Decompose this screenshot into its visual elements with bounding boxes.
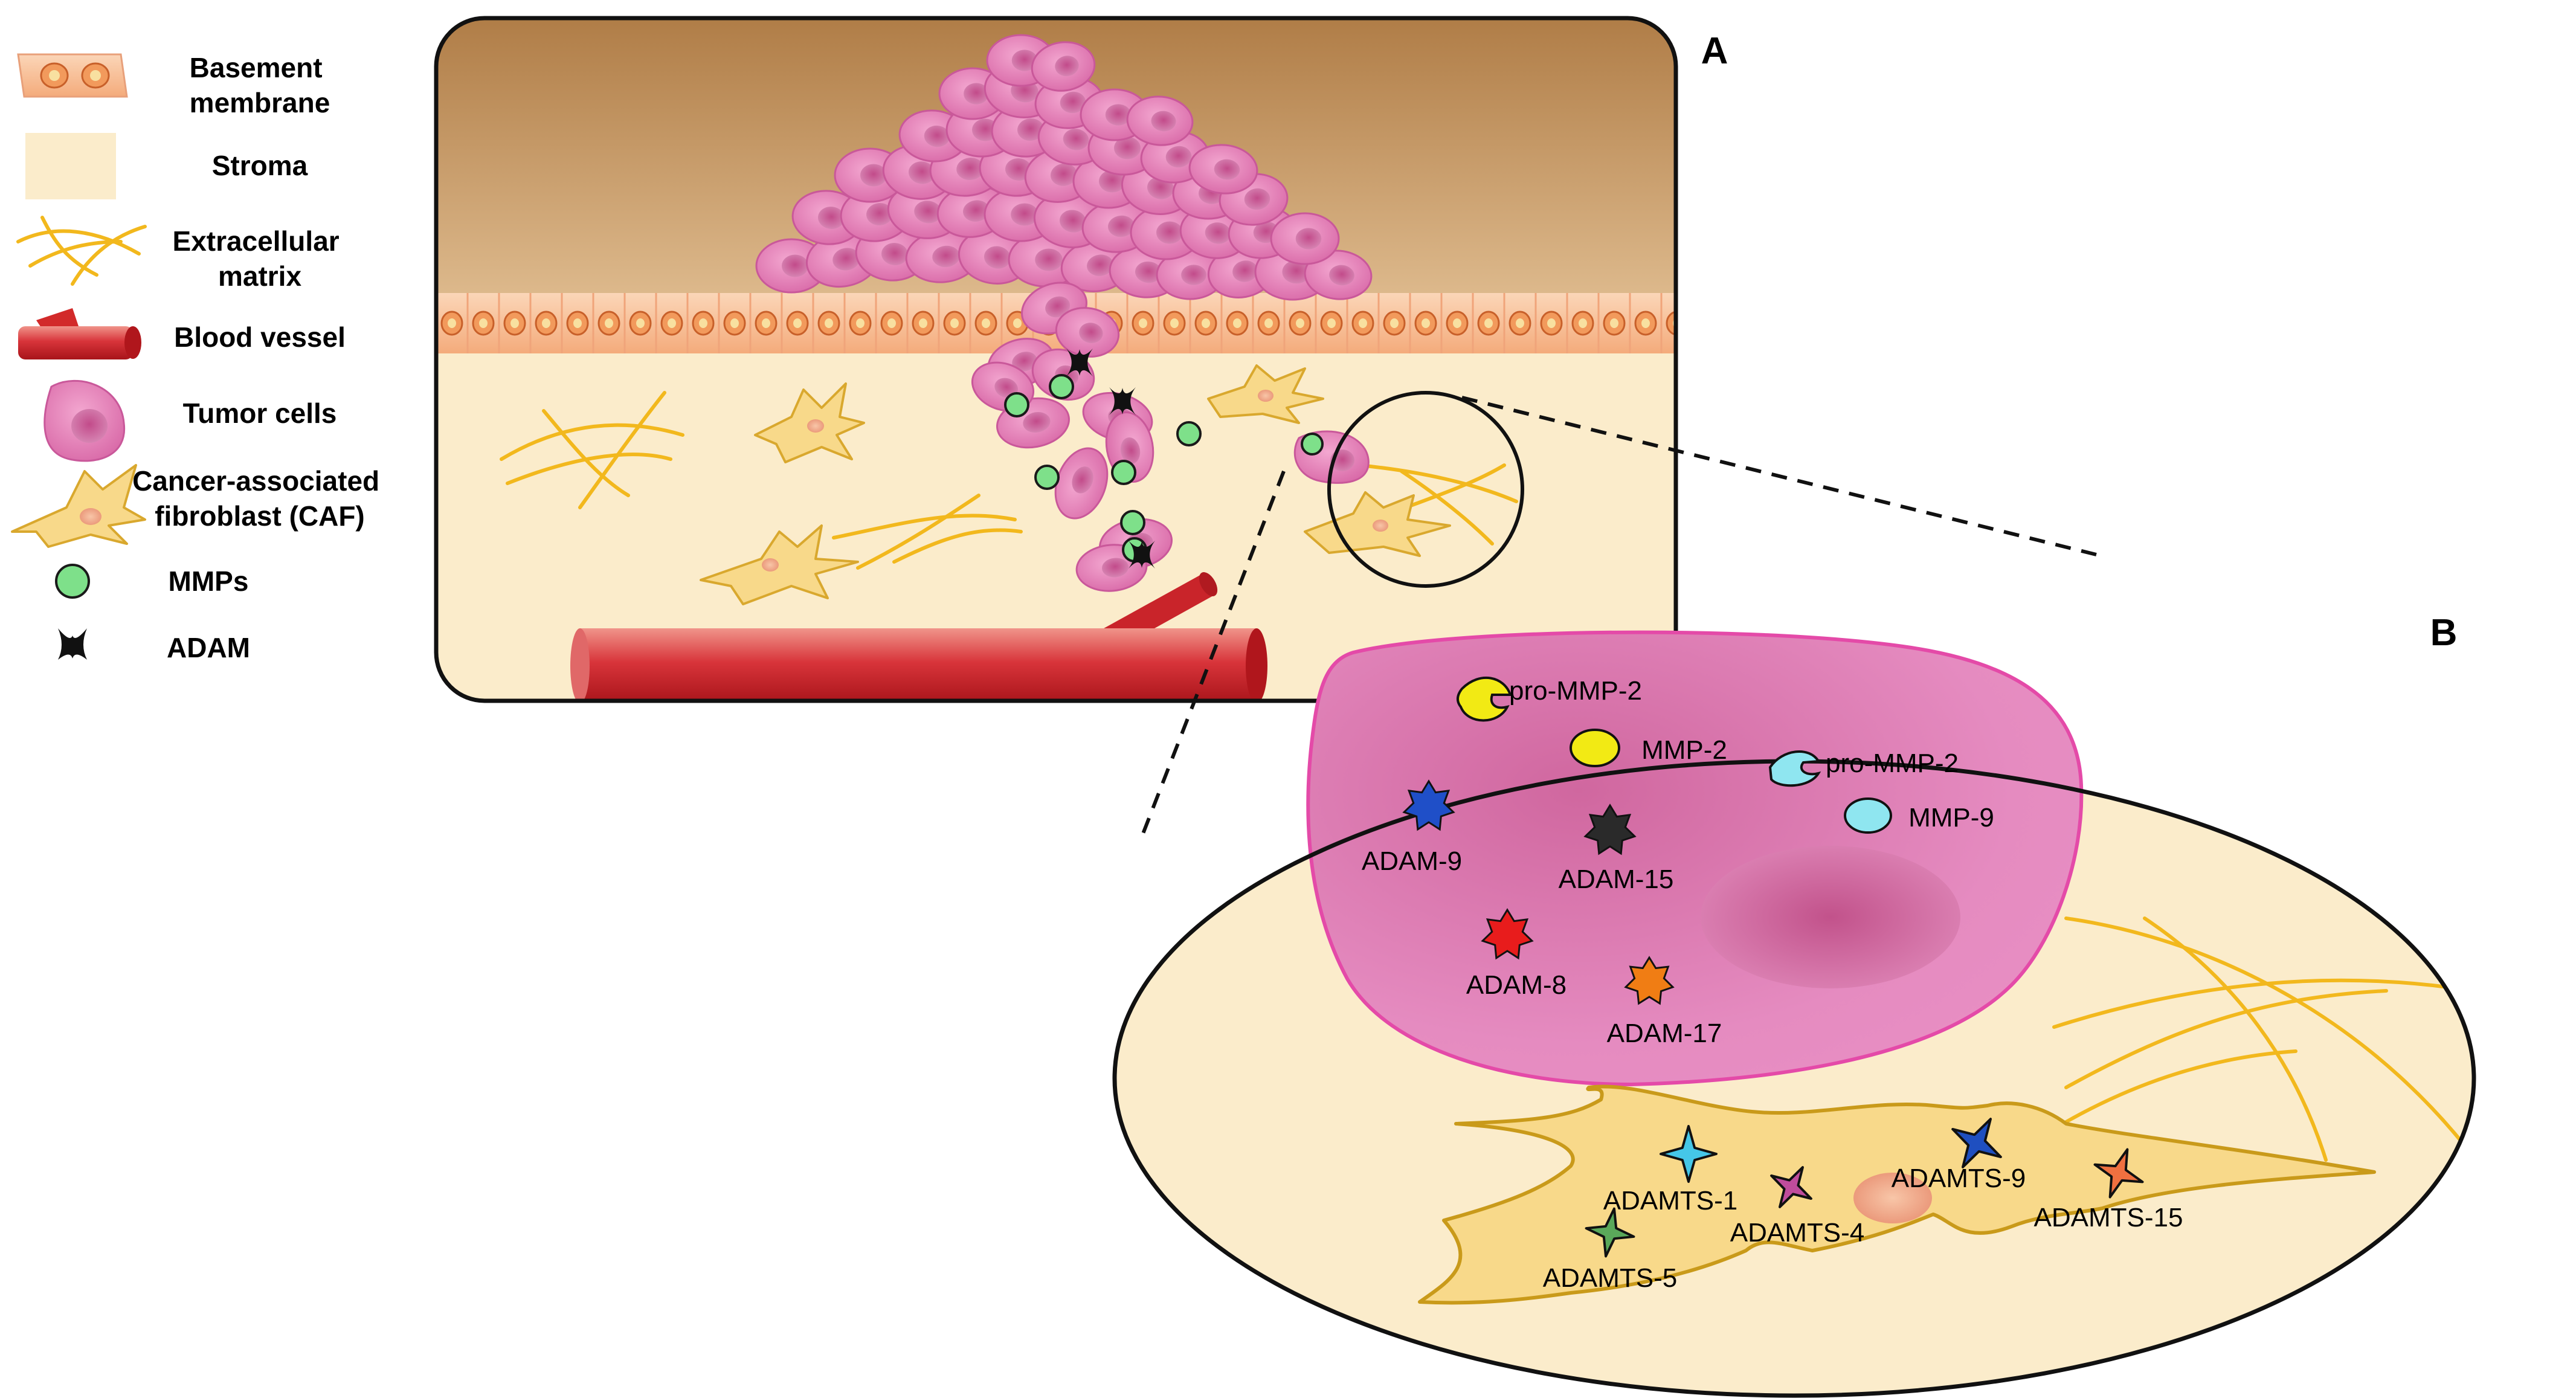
mmp9-icon [1844,797,1892,834]
adam17-label: ADAM-17 [1607,1019,1722,1048]
adamts1-icon [1660,1125,1718,1183]
panel-a-blood-vessel [570,572,1267,701]
tumor-cell-enzymes: pro-MMP-2 MMP-2 pro-MMP-2 MMP-9 ADAM-9 A… [1362,676,1994,1048]
pro-mmp2-cyan-label: pro-MMP-2 [1826,749,1959,778]
panel-a-frame [434,16,1678,703]
legend-caf-label: Cancer-associated fibroblast (CAF) [132,465,387,532]
pro-mmp2-yellow-label: pro-MMP-2 [1509,676,1642,706]
panel-a: A [434,16,1728,703]
pro-mmp2-yellow-icon [1457,677,1512,722]
adam15-label: ADAM-15 [1559,865,1674,894]
adam17-icon [1624,956,1675,1005]
panel-a-mmps [1004,374,1202,562]
panel-a-caf [1304,491,1451,557]
mmp-icon [55,564,90,599]
mmp2-label: MMP-2 [1641,735,1727,765]
mmp9-label: MMP-9 [1908,803,1994,833]
legend-tumor-cells-label: Tumor cells [183,398,337,429]
adam9-label: ADAM-9 [1362,846,1462,876]
panel-a-caf [700,524,859,605]
panel-a-circled-tumor-cell [1293,430,1370,484]
adam9-icon [1402,779,1455,831]
panel-b-letter: B [2430,612,2458,654]
extracellular-matrix-icon [16,216,147,286]
panel-a-letter: A [1701,30,1728,72]
zoom-connector-lines [1140,396,2097,838]
adam8-icon [1481,908,1534,960]
legend-stroma-label: Stroma [212,150,308,181]
adamts5-icon [1585,1207,1635,1258]
panel-a-caf [754,382,865,463]
adam-icon [58,628,87,660]
panel-a-adams [1066,348,1155,569]
caf-icon [11,464,146,548]
adamts9-icon [1951,1118,2002,1168]
adamts5-label: ADAMTS-5 [1543,1263,1677,1293]
panel-a-caf [1207,364,1324,424]
legend-adam-label: ADAM [167,632,250,663]
panel-b-tumor-cell [1306,630,2084,1087]
adamts4-icon [1770,1166,1812,1208]
legend-mmps-label: MMPs [169,565,249,597]
basement-membrane-icon [17,53,128,98]
adamts4-label: ADAMTS-4 [1730,1218,1864,1248]
adamts9-label: ADAMTS-9 [1892,1164,2026,1193]
legend-blood-vessel-label: Blood vessel [174,321,346,353]
legend: Basement membrane Stroma Extracellular m… [11,52,387,663]
blood-vessel-icon [18,308,141,359]
panel-b-fibroblast-nucleus [1853,1173,1932,1223]
panel-b-fibroblast [1418,1084,2376,1305]
adamts1-label: ADAMTS-1 [1603,1186,1737,1216]
adam8-label: ADAM-8 [1466,970,1567,1000]
adam15-icon [1583,804,1637,855]
mmp2-icon [1570,729,1620,767]
panel-b-tumor-nucleus [1701,846,1960,988]
legend-extracellular-matrix-label: Extracellular matrix [173,225,347,292]
tumor-cell-icon [43,379,126,462]
adamts15-label: ADAMTS-15 [2034,1203,2183,1232]
panel-b: B pro-MMP-2 MMP-2 pro-MMP-2 MMP-9 ADAM-9… [1112,612,2476,1398]
legend-basement-membrane-label: Basement membrane [190,52,330,118]
stroma-icon [25,133,116,199]
panel-a-tumor-cells [755,34,1373,592]
pro-mmp2-cyan-icon [1768,750,1821,787]
zoom-circle [1327,391,1524,588]
adamts15-icon [2093,1148,2144,1199]
fibroblast-enzymes: ADAMTS-1 ADAMTS-4 ADAMTS-9 ADAMTS-15 ADA… [1543,1118,2183,1293]
